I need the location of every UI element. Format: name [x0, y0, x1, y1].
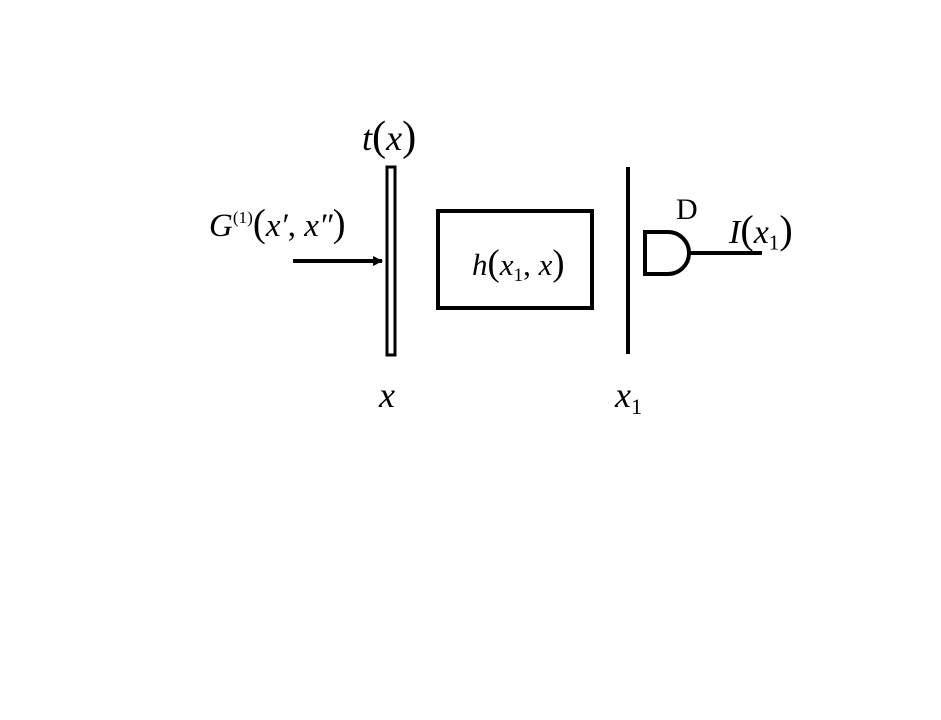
paren-close: ): [552, 242, 565, 283]
propagator-symbol: h: [472, 247, 488, 282]
correlation-order: (1): [232, 208, 253, 228]
propagator-arg-1: x: [499, 247, 514, 282]
mask-plane-label: x: [379, 375, 395, 415]
paren-open: (: [252, 202, 266, 245]
paren-open: (: [372, 113, 387, 160]
intensity-label: I(x1): [729, 207, 793, 255]
comma: ,: [287, 208, 305, 244]
transmission-mask-plate: [385, 165, 397, 357]
mask-function-arg: x: [386, 118, 403, 158]
correlation-arg-1: x′: [265, 208, 288, 244]
detector-icon: [643, 230, 691, 276]
correlation-symbol: G: [209, 208, 233, 244]
propagator-arg-1-sub: 1: [513, 265, 524, 287]
detector-plane-sub: 1: [630, 394, 643, 420]
paren-close: ): [779, 207, 793, 252]
intensity-arg-sub: 1: [768, 230, 780, 255]
detector-plane-label: x1: [615, 377, 642, 418]
intensity-symbol: I: [729, 214, 741, 251]
paren-close: ): [402, 113, 417, 160]
mask-function-label: t(x): [362, 113, 417, 160]
paren-open: (: [740, 207, 754, 252]
propagator-label: h(x1, x): [472, 242, 565, 287]
detector-plane-symbol: x: [615, 375, 631, 415]
intensity-arg: x: [753, 214, 769, 251]
propagator-arg-2: x: [538, 247, 553, 282]
input-correlation-label: G(1)(x′, x″): [209, 202, 346, 245]
propagator-box: [436, 209, 594, 310]
comma: ,: [523, 247, 539, 282]
paren-close: ): [332, 202, 346, 245]
mask-function-symbol: t: [362, 118, 373, 158]
correlation-arg-2: x″: [304, 208, 333, 244]
paren-open: (: [487, 242, 500, 283]
detector-label: D: [676, 193, 698, 226]
